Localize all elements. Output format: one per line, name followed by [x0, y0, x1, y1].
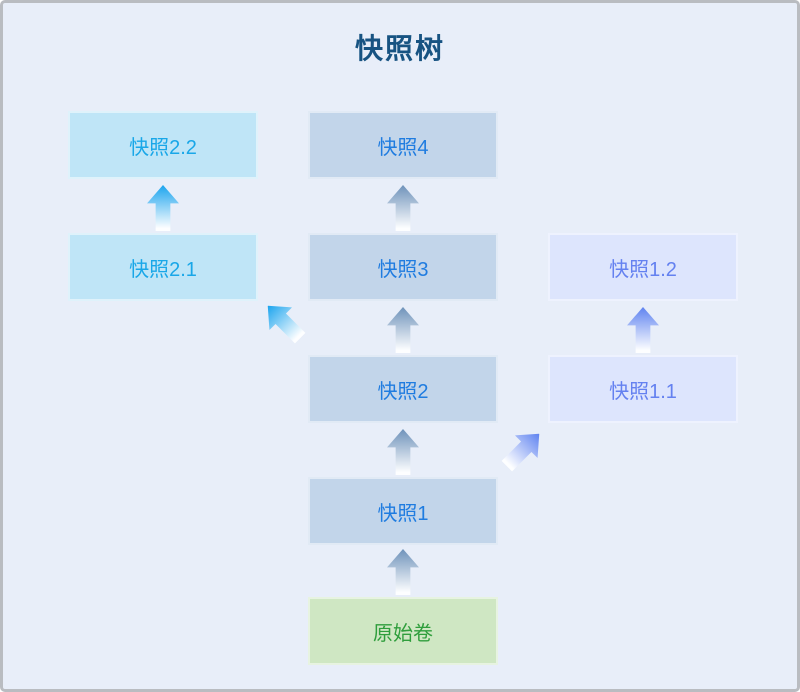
diagram-title: 快照树	[354, 33, 445, 64]
arrow-up-snapshot2-to-snapshot3-icon	[387, 307, 419, 353]
arrow-up-snapshot3-to-snapshot4-icon	[387, 185, 419, 231]
arrow-upright-snapshot1-to-snapshot11-icon	[495, 422, 550, 477]
node-snapshot-4: 快照4	[308, 111, 498, 179]
node-snapshot-1-1: 快照1.1	[548, 355, 738, 423]
node-origin-volume: 原始卷	[308, 597, 498, 665]
arrow-up-snapshot21-to-snapshot22-icon	[147, 185, 179, 231]
arrow-up-origin-to-snapshot1-icon	[387, 549, 419, 595]
node-snapshot-2-1: 快照2.1	[68, 233, 258, 301]
node-snapshot-2-2: 快照2.2	[68, 111, 258, 179]
node-snapshot-1-2: 快照1.2	[548, 233, 738, 301]
arrow-up-snapshot1-to-snapshot2-icon	[387, 429, 419, 475]
node-snapshot-1: 快照1	[308, 477, 498, 545]
node-snapshot-3: 快照3	[308, 233, 498, 301]
arrow-upleft-snapshot2-to-snapshot21-icon	[256, 294, 311, 349]
arrow-up-snapshot11-to-snapshot12-icon	[627, 307, 659, 353]
node-snapshot-2: 快照2	[308, 355, 498, 423]
